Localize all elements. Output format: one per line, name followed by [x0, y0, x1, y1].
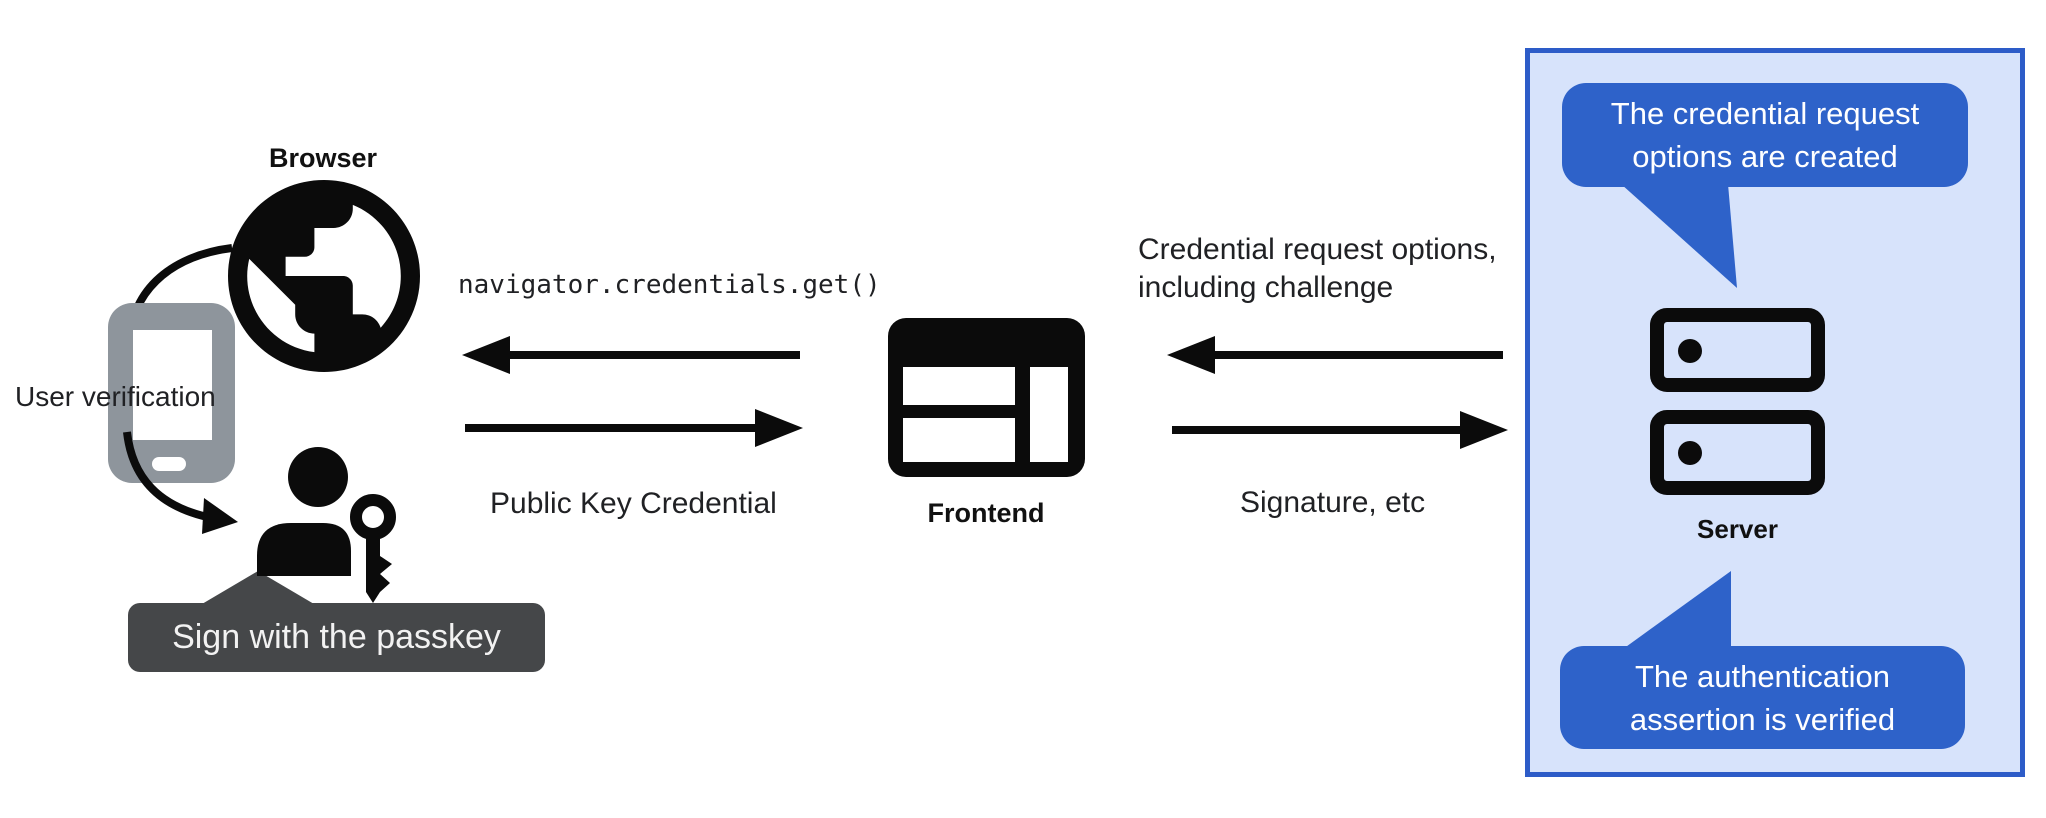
passkey-tooltip-text: Sign with the passkey [172, 618, 501, 656]
credential-request-line1: Credential request options, [1138, 233, 1497, 266]
curved-arrow-browser-to-phone [115, 244, 233, 375]
callout-top-line1: The credential request [1610, 96, 1920, 131]
callout-bottom: The authentication assertion is verified [1560, 646, 1965, 749]
arrow-frontend-to-server [1172, 411, 1508, 449]
callout-bottom-line1: The authentication [1634, 658, 1891, 694]
user-verification-label: User verification [15, 381, 216, 412]
tooltip-tail [202, 571, 314, 604]
credential-request-label: Credential request options, including ch… [1138, 231, 1497, 307]
public-key-credential-label: Public Key Credential [490, 487, 777, 520]
signature-label: Signature, etc [1240, 486, 1426, 519]
callout-top-line2: options are created [1632, 139, 1898, 174]
arrow-browser-to-frontend [465, 409, 803, 447]
frontend-label: Frontend [927, 498, 1045, 528]
key-icon [350, 494, 396, 603]
browser-label: Browser [268, 143, 378, 173]
arrow-frontend-to-browser [462, 336, 800, 374]
callout-bottom-line2: assertion is verified [1629, 701, 1896, 737]
passkey-tooltip: Sign with the passkey [128, 603, 545, 672]
api-call-label: navigator.credentials.get() [458, 270, 881, 300]
credential-request-line2: including challenge [1138, 271, 1394, 304]
callout-top: The credential request options are creat… [1562, 83, 1968, 187]
user-passkey-icon [257, 447, 396, 603]
arrow-server-to-frontend [1167, 336, 1503, 374]
server-label: Server [1697, 514, 1778, 544]
globe-icon [228, 180, 420, 372]
browser-window-icon [888, 318, 1085, 477]
curved-arrow-phone-to-user [123, 431, 238, 534]
